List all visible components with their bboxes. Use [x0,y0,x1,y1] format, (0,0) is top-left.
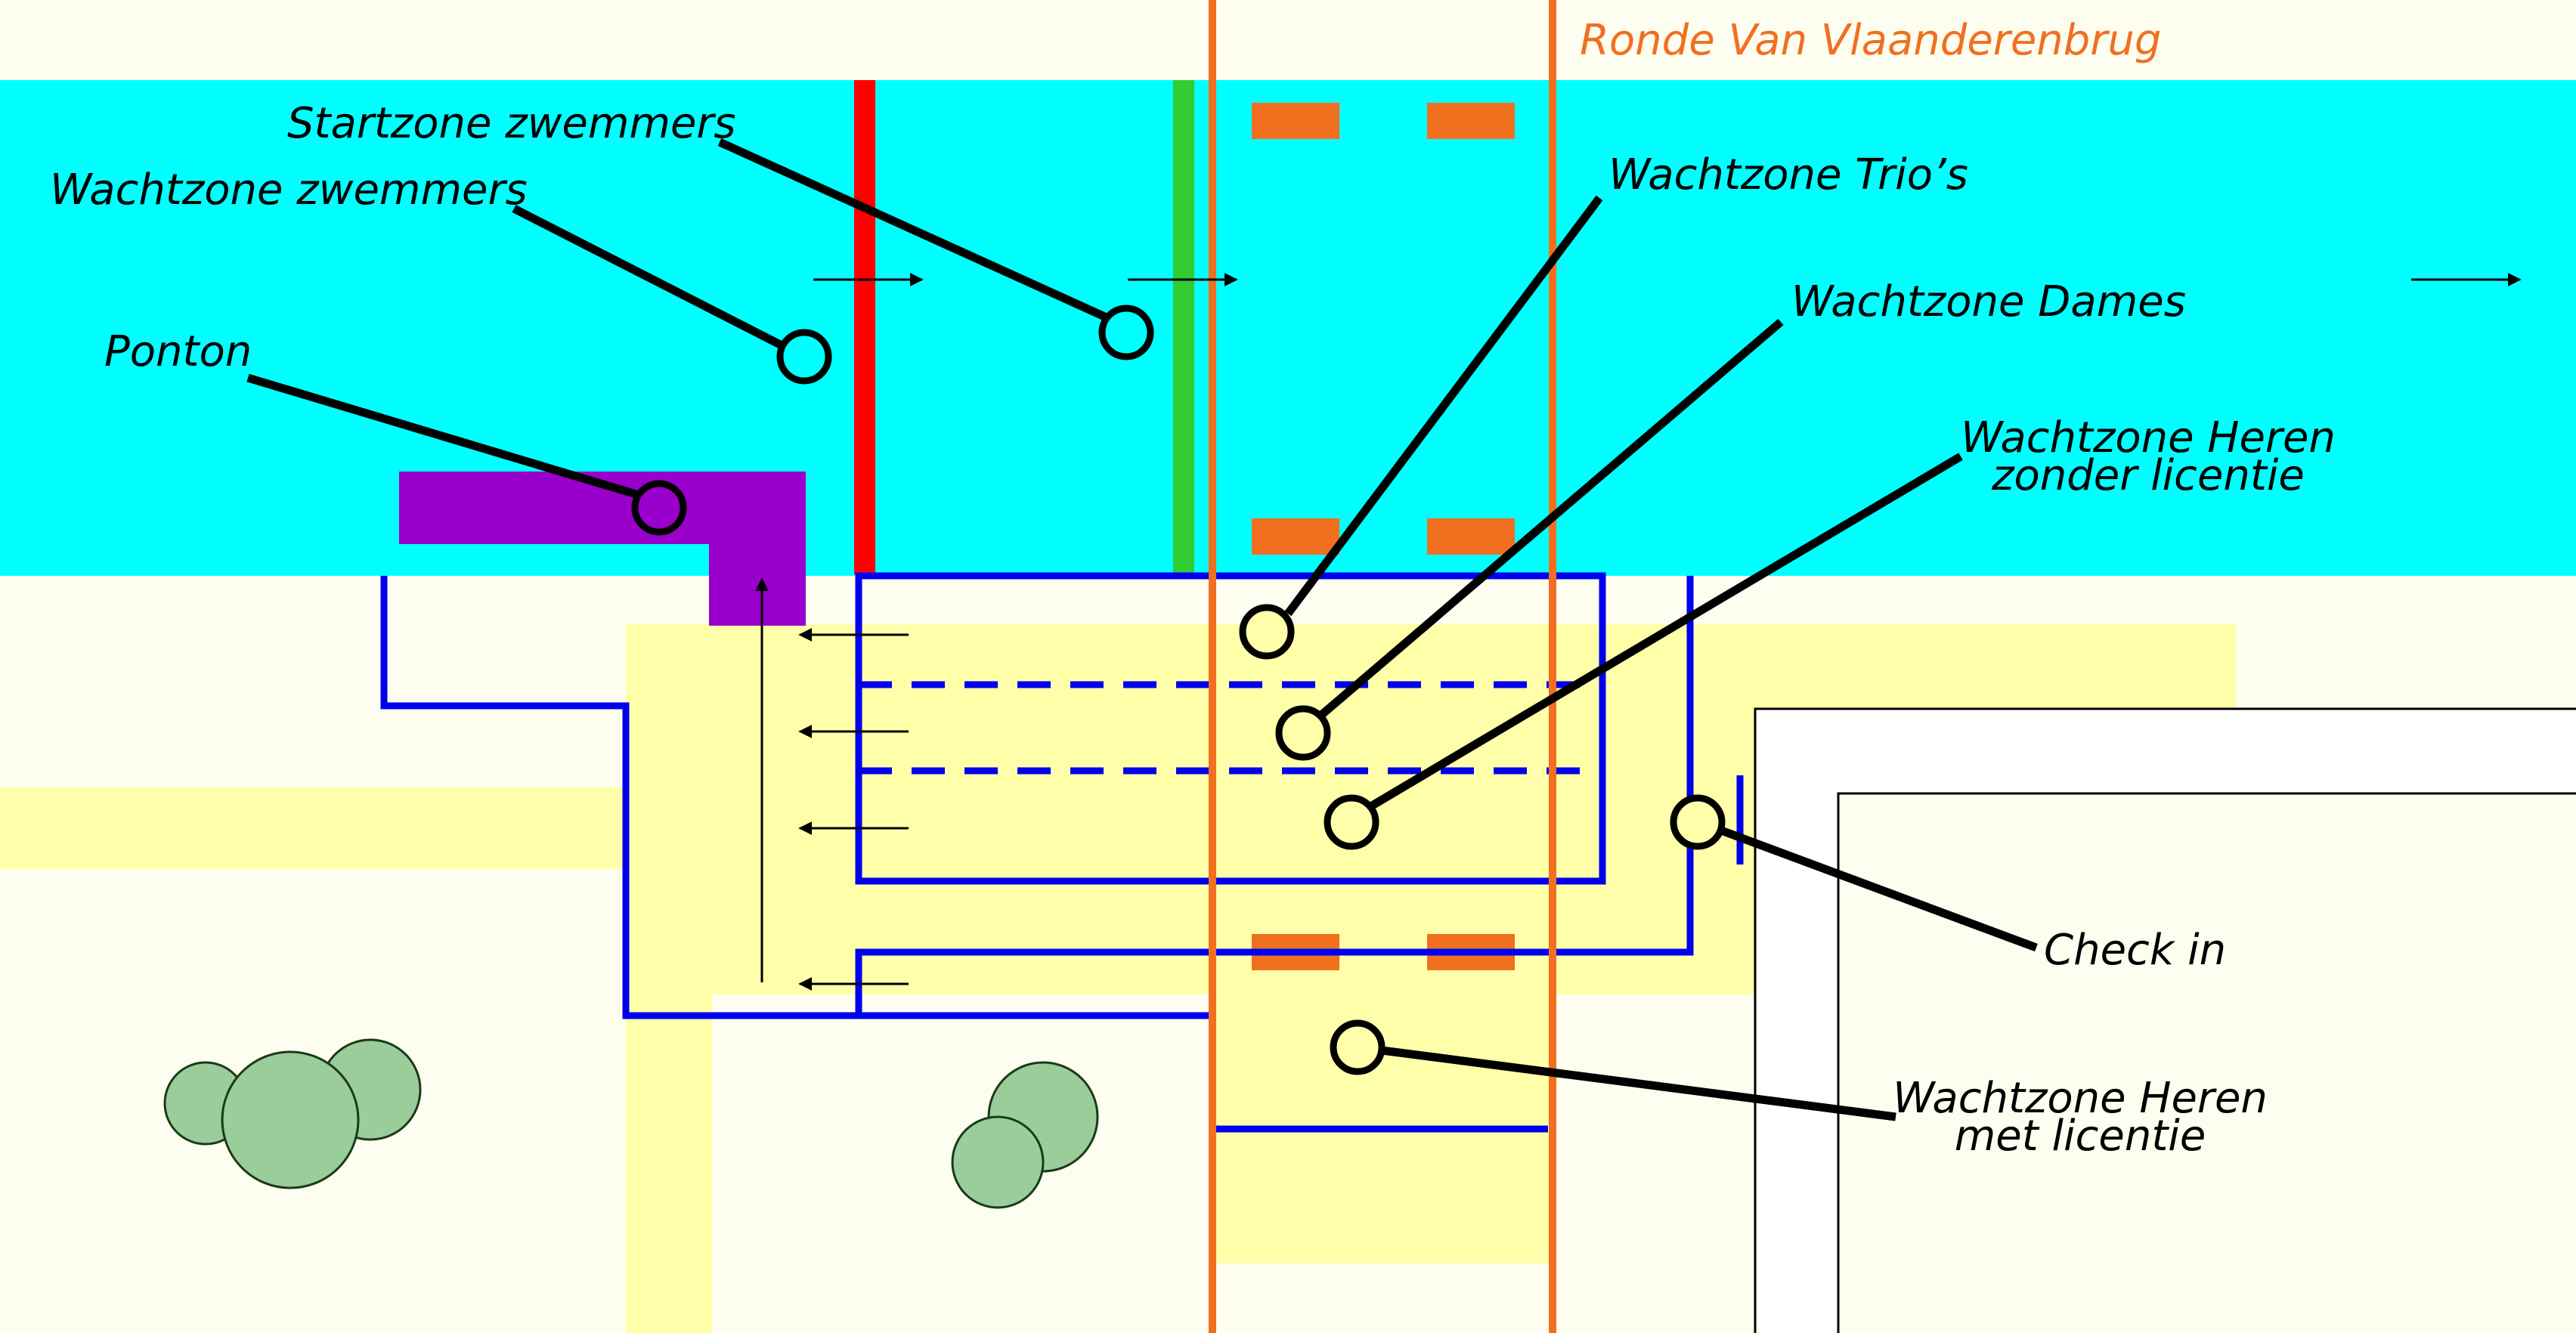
label-heren-met-2: met licentie [1955,1112,2206,1161]
building [1754,707,2576,1333]
label-wachtzone-zwemmers: Wachtzone zwemmers [50,165,528,215]
marker-dames [1275,705,1331,761]
label-startzone: Startzone zwemmers [287,99,736,148]
tree-cluster-left [163,1038,422,1189]
leader-lines [246,138,2038,1121]
bridge-label: Ronde Van Vlaanderenbrug [1580,16,2161,65]
path-left-strip [0,787,627,869]
label-wachtzone-trios: Wachtzone Trio’s [1608,150,1968,199]
label-wachtzone-dames: Wachtzone Dames [1791,277,2186,326]
fence-dashed-lanes [859,576,1606,881]
tree-cluster-middle [951,1061,1099,1209]
marker-trios [1239,604,1295,660]
marker-heren-zonder [1324,794,1379,850]
label-check-in: Check in [2044,926,2226,975]
zone-markers [631,305,1726,1075]
label-heren-zonder-1: Wachtzone Heren [1961,413,2336,462]
label-ponton: Ponton [104,327,252,376]
marker-wachtzone-zwemmers [776,329,832,385]
ponton [399,472,806,626]
marker-ponton [631,480,687,536]
label-heren-zonder-2: zonder licentie [1991,451,2305,500]
marker-check-in [1670,794,1726,850]
marker-startzone [1098,305,1154,360]
label-heren-met-1: Wachtzone Heren [1893,1074,2268,1123]
water-river [0,80,2576,576]
marker-heren-met [1330,1019,1386,1075]
flow-arrows [755,273,2522,991]
